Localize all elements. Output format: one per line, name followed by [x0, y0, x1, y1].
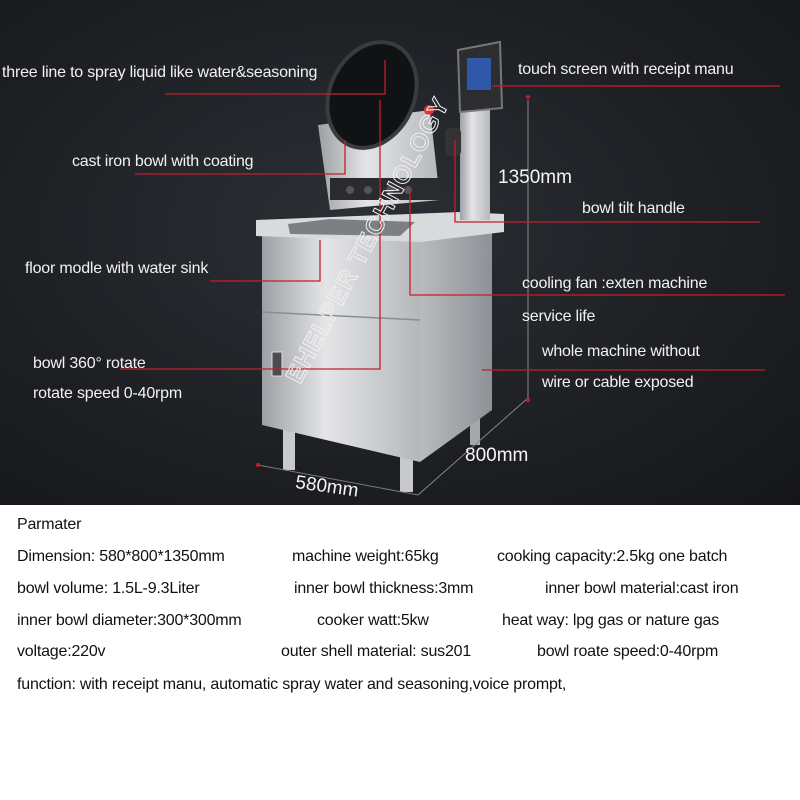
spec-function: function: with receipt manu, automatic s… [17, 676, 567, 693]
spec-watt: cooker watt:5kw [317, 612, 429, 629]
burner-panel [330, 178, 440, 200]
label-touch-screen: touch screen with receipt manu [518, 61, 734, 78]
line-cooling [409, 190, 785, 296]
cabinet-side [420, 232, 492, 462]
bowl-knob [424, 105, 434, 115]
spec-heat-way: heat way: lpg gas or nature gas [502, 612, 720, 629]
water-sink [288, 219, 415, 236]
label-rotate-1: bowl 360° rotate [33, 355, 146, 372]
cabinet-handle [271, 351, 283, 377]
label-sink: floor modle with water sink [25, 260, 209, 277]
leg [470, 405, 480, 445]
spec-bowl-thickness: inner bowl thickness:3mm [294, 580, 474, 597]
label-tilt-handle: bowl tilt handle [582, 200, 685, 217]
screen-post [460, 110, 490, 220]
spec-shell-material: outer shell material: sus201 [281, 643, 472, 660]
cooking-bowl [325, 40, 419, 150]
line-rotate [120, 100, 381, 370]
label-bowl-coating: cast iron bowl with coating [72, 153, 254, 170]
line-sink [210, 240, 321, 282]
label-height: 1350mm [498, 167, 572, 188]
product-photo: EHELPER TECHNOLOGY three line to spray l… [0, 0, 800, 505]
spec-rotate-speed: bowl roate speed:0-40rpm [537, 643, 719, 660]
spec-dimension: Dimension: 580*800*1350mm [17, 548, 225, 565]
line-bowl [135, 140, 346, 175]
annotation-lines [120, 60, 785, 371]
label-depth: 800mm [465, 445, 529, 466]
spec-voltage: voltage:220v [17, 643, 106, 660]
tilt-handle [445, 128, 461, 156]
spec-capacity: cooking capacity:2.5kg one batch [497, 548, 728, 565]
parameter-heading: Parmater [17, 516, 82, 533]
line-tilt [454, 140, 760, 223]
spec-weight: machine weight:65kg [292, 548, 439, 565]
label-wire-1: whole machine without [542, 343, 700, 360]
spec-bowl-material: inner bowl material:cast iron [545, 580, 739, 597]
label-rotate-2: rotate speed 0-40rpm [33, 385, 182, 402]
spec-bowl-volume: bowl volume: 1.5L-9.3Liter [17, 580, 200, 597]
label-cooling-2: service life [522, 308, 596, 325]
leg [283, 420, 295, 470]
label-cooling-1: cooling fan :exten machine [522, 275, 708, 292]
label-spray: three line to spray liquid like water&se… [2, 64, 318, 81]
cooking-machine-illustration: EHELPER TECHNOLOGY [120, 40, 785, 496]
spec-bowl-diameter: inner bowl diameter:300*300mm [17, 612, 242, 629]
parameter-section: Parmater Dimension: 580*800*1350mm machi… [0, 505, 800, 800]
line-spray [165, 60, 386, 95]
label-wire-2: wire or cable exposed [542, 374, 694, 391]
